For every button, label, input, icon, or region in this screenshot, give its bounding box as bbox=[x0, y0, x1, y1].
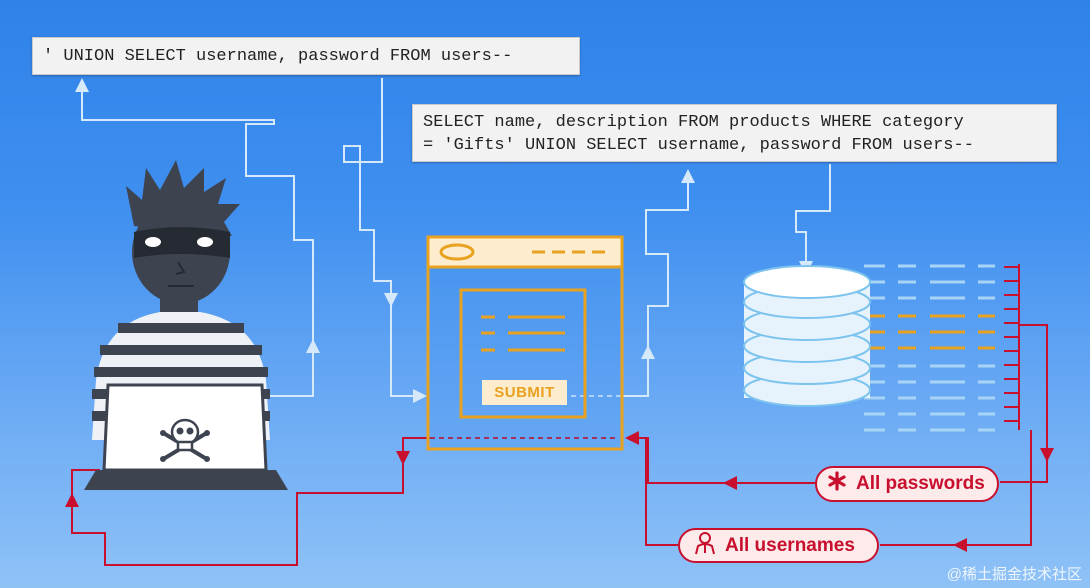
all-usernames-label: All usernames bbox=[725, 534, 855, 556]
response-flow-lines bbox=[65, 264, 1054, 566]
submit-button[interactable]: SUBMIT bbox=[482, 380, 567, 405]
resulting-query-box: SELECT name, description FROM products W… bbox=[412, 104, 1057, 162]
database-icon bbox=[743, 265, 871, 407]
result-rows-ladder bbox=[1004, 266, 1019, 422]
all-passwords-badge: All passwords bbox=[815, 466, 999, 502]
injected-input-text: ' UNION SELECT username, password FROM u… bbox=[43, 47, 513, 66]
all-passwords-label: All passwords bbox=[856, 473, 985, 494]
asterisk-icon bbox=[827, 471, 847, 497]
all-usernames-badge: All usernames bbox=[678, 528, 879, 563]
watermark: @稀土掘金技术社区 bbox=[946, 566, 1082, 583]
request-flow-lines bbox=[75, 78, 831, 403]
hacker-figure bbox=[92, 160, 270, 440]
skull-crossbones-icon bbox=[160, 418, 210, 462]
injected-input-box: ' UNION SELECT username, password FROM u… bbox=[32, 37, 580, 75]
user-icon bbox=[694, 531, 716, 561]
data-table-dashes bbox=[864, 264, 995, 432]
resulting-query-line-1: SELECT name, description FROM products W… bbox=[423, 113, 964, 132]
resulting-query-line-2: = 'Gifts' UNION SELECT username, passwor… bbox=[423, 136, 974, 155]
browser-window-icon bbox=[426, 235, 624, 451]
